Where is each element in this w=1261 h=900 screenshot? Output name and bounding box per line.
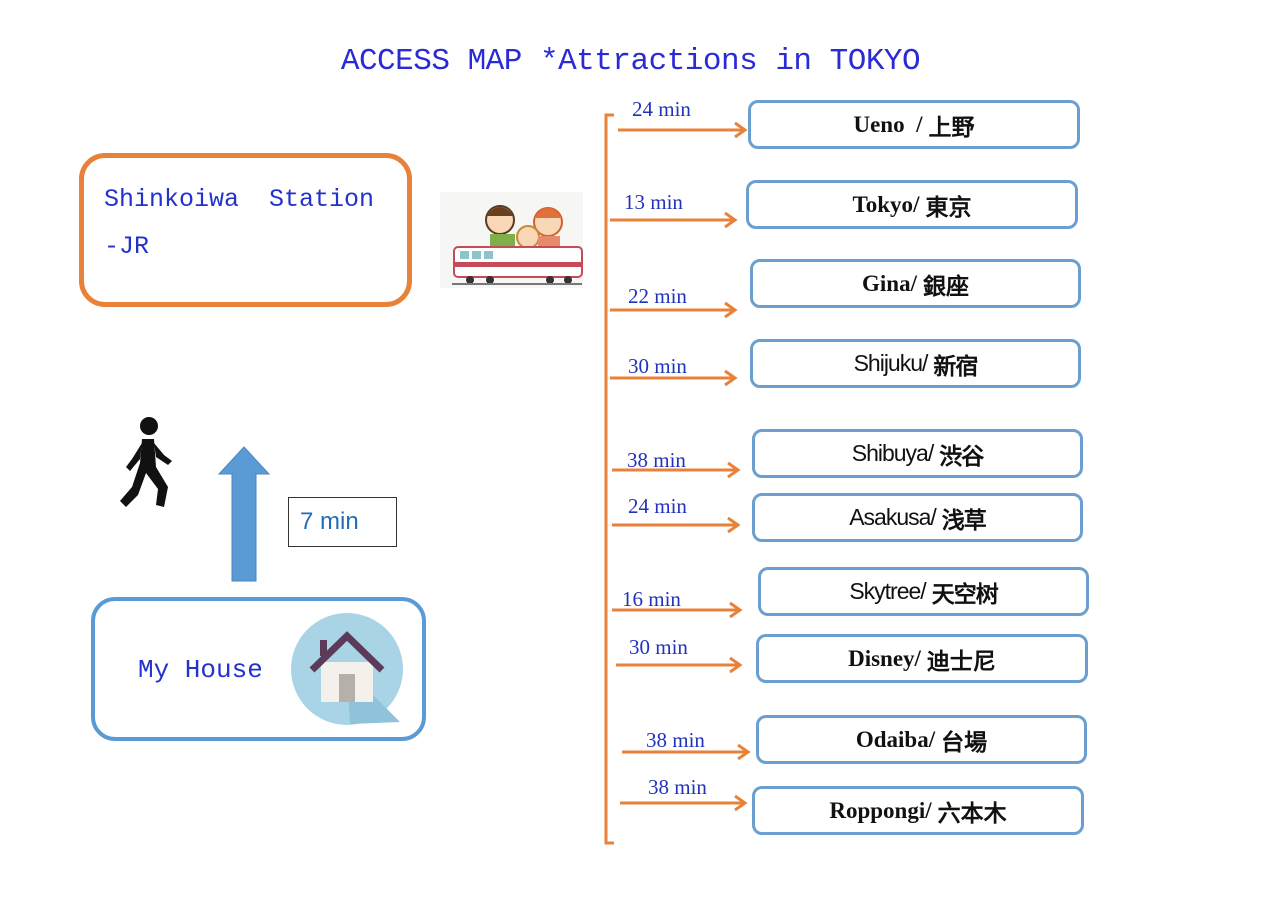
arrowhead-icon bbox=[734, 794, 748, 812]
destination-name-jp: 上野 bbox=[928, 114, 975, 141]
destination-box: Shibuya /渋谷 bbox=[752, 429, 1083, 478]
destination-name-jp: 浅草 bbox=[941, 507, 987, 534]
destination-name: Shijuku bbox=[853, 350, 923, 376]
destination-name: Odaiba bbox=[855, 726, 929, 752]
travel-time-label: 38 min bbox=[648, 775, 707, 799]
travel-time-label: 22 min bbox=[628, 284, 687, 308]
travel-time-label: 38 min bbox=[646, 728, 705, 752]
separator: / bbox=[913, 191, 920, 217]
arrowhead-icon bbox=[734, 121, 748, 139]
separator: / bbox=[928, 726, 936, 752]
travel-time-label: 38 min bbox=[627, 448, 686, 472]
arrowhead-icon bbox=[729, 601, 743, 619]
destination-box: Skytree /天空树 bbox=[758, 567, 1089, 616]
destination-name-jp: 東京 bbox=[925, 194, 972, 221]
destination-box: Ueno /上野 bbox=[748, 100, 1080, 149]
destination-box: Asakusa /浅草 bbox=[752, 493, 1083, 542]
travel-time-label: 30 min bbox=[628, 354, 687, 378]
destination-box: Gina /銀座 bbox=[750, 259, 1081, 308]
arrowhead-icon bbox=[727, 516, 741, 534]
separator: / bbox=[916, 111, 923, 137]
separator: / bbox=[920, 578, 926, 604]
destination-box: Tokyo /東京 bbox=[746, 180, 1078, 229]
destination-name: Gina bbox=[862, 270, 911, 296]
arrowhead-icon bbox=[724, 369, 738, 387]
destination-name-jp: 迪士尼 bbox=[926, 648, 996, 675]
house-label: My House bbox=[138, 655, 263, 685]
separator: / bbox=[930, 504, 936, 530]
travel-time-label: 13 min bbox=[624, 190, 683, 214]
destination-box: Roppongi /六本木 bbox=[752, 786, 1084, 835]
destination-name: Roppongi bbox=[829, 797, 926, 823]
station-line: -JR bbox=[104, 232, 150, 261]
destination-name: Asakusa bbox=[849, 504, 931, 530]
destination-box: Odaiba /台場 bbox=[756, 715, 1087, 764]
station-box: Shinkoiwa Station -JR bbox=[79, 153, 412, 307]
up-arrow-icon bbox=[218, 446, 270, 582]
house-icon bbox=[291, 613, 403, 725]
separator: / bbox=[925, 797, 932, 823]
travel-time-label: 16 min bbox=[622, 587, 681, 611]
separator: / bbox=[927, 440, 934, 466]
map-title: ACCESS MAP *Attractions in TOKYO bbox=[340, 44, 921, 79]
arrowhead-icon bbox=[727, 461, 741, 479]
destination-name: Shibuya bbox=[851, 440, 929, 466]
travel-time-label: 30 min bbox=[629, 635, 688, 659]
destination-name: Disney bbox=[848, 645, 915, 671]
train-family-icon bbox=[440, 192, 583, 288]
travel-time-label: 24 min bbox=[632, 97, 691, 121]
station-name: Shinkoiwa Station bbox=[104, 185, 375, 214]
house-box: My House bbox=[91, 597, 426, 741]
arrowhead-icon bbox=[724, 301, 738, 319]
destination-name: Skytree bbox=[849, 578, 921, 604]
destination-name-jp: 渋谷 bbox=[939, 443, 984, 470]
separator: / bbox=[914, 645, 921, 671]
destination-name-jp: 六本木 bbox=[937, 800, 1007, 827]
arrowhead-icon bbox=[729, 656, 743, 674]
arrowhead-icon bbox=[724, 211, 738, 229]
walking-person-icon bbox=[120, 417, 172, 507]
destination-name-jp: 台場 bbox=[941, 729, 988, 756]
walk-time-box: 7 min bbox=[288, 497, 397, 547]
separator: / bbox=[910, 270, 917, 296]
destination-name: Tokyo bbox=[852, 191, 914, 217]
destination-name-jp: 新宿 bbox=[933, 353, 978, 380]
travel-time-label: 24 min bbox=[628, 494, 687, 518]
destination-name-jp: 天空树 bbox=[931, 581, 999, 608]
walk-time-label: 7 min bbox=[300, 508, 359, 535]
destination-box: Shijuku /新宿 bbox=[750, 339, 1081, 388]
separator: / bbox=[922, 350, 928, 376]
route-trunk-line bbox=[604, 113, 614, 845]
destination-box: Disney /迪士尼 bbox=[756, 634, 1088, 683]
destination-name: Ueno bbox=[853, 111, 917, 137]
arrowhead-icon bbox=[737, 743, 751, 761]
destination-name-jp: 銀座 bbox=[922, 273, 969, 300]
